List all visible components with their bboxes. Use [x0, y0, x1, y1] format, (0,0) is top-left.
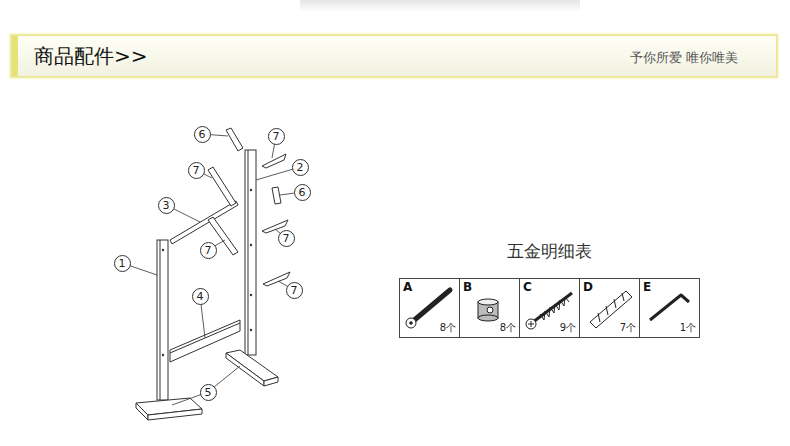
callout-circle: 2	[292, 159, 309, 176]
header-title: 商品配件>>	[34, 43, 148, 70]
hardware-cam-nut	[478, 299, 498, 321]
callout-number: 7	[283, 233, 290, 244]
callout-number: 3	[163, 200, 170, 211]
part-letter: C	[523, 280, 532, 294]
part-count: 1个	[680, 321, 696, 335]
band-accent	[12, 36, 18, 76]
bracket	[263, 272, 290, 286]
part-count: 9个	[560, 321, 576, 335]
callout-circle: 6	[194, 126, 211, 143]
callout-number: 6	[299, 187, 306, 198]
callout-circle: 1	[114, 255, 131, 272]
part-letter: B	[463, 280, 472, 294]
callout-number: 2	[297, 162, 304, 173]
hardware-hex-key	[650, 295, 689, 320]
callout-circle: 7	[278, 230, 295, 247]
part-count: 7个	[620, 321, 636, 335]
part-letter: A	[403, 280, 412, 294]
callout-number: 7	[273, 131, 280, 142]
part-count: 8个	[440, 321, 456, 335]
callout-number: 6	[199, 129, 206, 140]
leader-lines	[122, 134, 302, 405]
hook	[226, 128, 243, 151]
callout-circle: 7	[200, 242, 217, 259]
hardware-cell: A 8个	[399, 278, 460, 338]
arm	[208, 167, 236, 206]
top-shadow	[300, 0, 580, 12]
callout-circle: 7	[286, 282, 303, 299]
hardware-cell: E 1个	[640, 278, 700, 338]
callout-circle: 7	[268, 128, 285, 145]
left-upright	[157, 240, 168, 400]
table-title: 五金明细表	[507, 240, 592, 263]
callout-number: 1	[119, 258, 126, 269]
bracket	[262, 154, 286, 168]
header-band: 商品配件>> 予你所爱 唯你唯美	[10, 34, 778, 78]
hook	[272, 187, 281, 204]
callout-circle: 7	[188, 162, 205, 179]
hardware-cell: C 9个	[520, 278, 580, 338]
rack-parts	[136, 128, 290, 420]
callout-circle: 4	[192, 288, 209, 305]
holes	[162, 189, 252, 356]
callout-circle: 6	[294, 184, 311, 201]
callout-number: 7	[193, 165, 200, 176]
header-slogan: 予你所爱 唯你唯美	[630, 49, 738, 67]
part-letter: D	[583, 280, 593, 294]
hardware-cell: D 7个	[580, 278, 640, 338]
hardware-cell: B 8个	[460, 278, 520, 338]
callout-circle: 5	[200, 384, 217, 401]
callout-number: 7	[205, 245, 212, 256]
callout-number: 5	[205, 387, 212, 398]
part-letter: E	[643, 280, 651, 294]
callout-circle: 3	[158, 197, 175, 214]
part-count: 8个	[500, 321, 516, 335]
right-upright	[245, 150, 256, 355]
callout-number: 4	[197, 291, 204, 302]
callout-number: 7	[291, 285, 298, 296]
